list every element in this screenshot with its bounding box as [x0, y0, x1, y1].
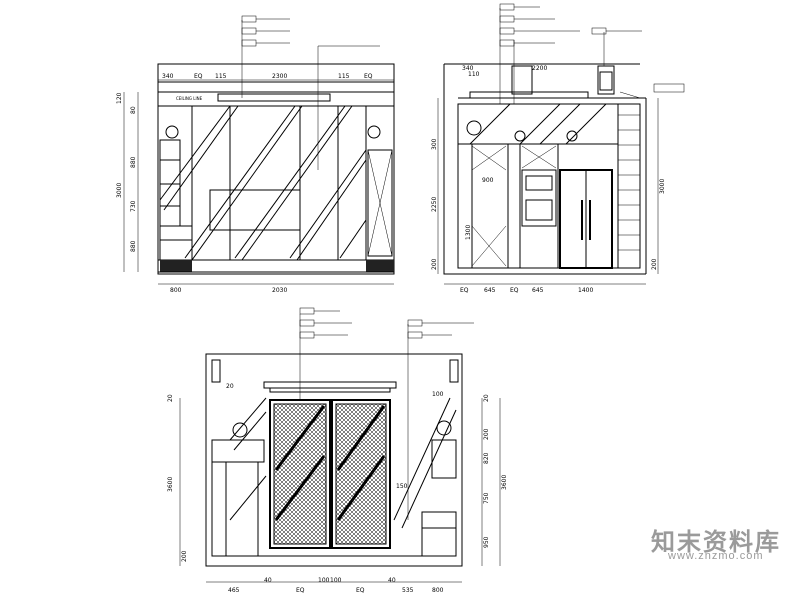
dim-c-bottom-3: 100 [318, 577, 330, 584]
elevation-b-tags [499, 3, 642, 47]
dim-a-top-1: EQ [194, 73, 203, 80]
elevation-b-ladder [617, 103, 641, 269]
dim-b-bottom-4: 1400 [578, 287, 593, 294]
dim-c-right-2: 820 [483, 452, 490, 464]
dim-b-bottom-2: EQ [510, 287, 519, 294]
elevation-a: 340 EQ 115 2300 115 EQ CEILING LINE 120 … [116, 15, 395, 294]
elevation-a-panel [157, 105, 395, 261]
dim-c-right-4: 3600 [501, 475, 508, 490]
dim-b-right-1: 200 [651, 258, 658, 270]
dim-a-top-4: 115 [338, 73, 350, 80]
elevation-a-label: CEILING LINE [176, 96, 203, 101]
dim-c-bottom-8: 800 [432, 587, 444, 594]
dim-a-left-0: 120 [116, 92, 123, 104]
dim-b-left-2: 1300 [465, 225, 472, 240]
dim-c-left-2: 200 [181, 550, 188, 562]
elevation-b-frame [443, 64, 646, 275]
watermark-url: www.znzmo.com [668, 550, 764, 562]
dim-b-left-1: 2250 [431, 197, 438, 212]
dim-b-right-0: 3000 [659, 179, 666, 194]
elevation-c-tags [299, 307, 474, 339]
dim-a-left-1: 80 [130, 106, 137, 114]
dim-c-bottom-4: 100 [330, 577, 342, 584]
elevation-b-cabinets [457, 103, 619, 269]
dim-c-bottom-0: 465 [228, 587, 240, 594]
dim-a-left-4: 730 [130, 200, 137, 212]
door-right [331, 399, 391, 549]
dim-c-right-3: 750 [483, 492, 490, 504]
elevation-c: 20 20 3600 200 20 200 820 750 3600 950 1… [167, 307, 508, 594]
dim-a-bottom-0: 800 [170, 287, 182, 294]
dim-c-right-1: 200 [483, 428, 490, 440]
dim-a-left-3: 3000 [116, 183, 123, 198]
elevation-a-tags [241, 15, 380, 47]
dim-a-top-0: 340 [162, 73, 174, 80]
dim-b-top-0: 340 [462, 65, 474, 72]
dim-b-top-2: 2200 [532, 65, 547, 72]
dim-b-left-3: 200 [431, 258, 438, 270]
dim-a-left-2: 880 [130, 156, 137, 168]
dim-b-mid: 900 [482, 177, 494, 184]
dim-c-bottom-1: 40 [264, 577, 272, 584]
dim-c-bottom-7: 535 [402, 587, 414, 594]
elevation-a-base-left [160, 260, 192, 272]
watermark-text: 知末资料库 [651, 528, 781, 556]
elevation-a-base-right [366, 260, 394, 272]
dim-c-mid-1: 100 [432, 391, 444, 398]
dim-a-top-5: EQ [364, 73, 373, 80]
dim-b-bottom-0: EQ [460, 287, 469, 294]
dim-b-top-1: 110 [468, 71, 480, 78]
dim-b-bottom-3: 645 [532, 287, 544, 294]
dim-c-top-0: 20 [226, 383, 234, 390]
elevation-b: 340 110 2200 300 2250 1300 200 900 3000 … [431, 3, 685, 294]
dim-c-left-0: 20 [167, 394, 174, 402]
dim-b-left-0: 300 [431, 138, 438, 150]
dim-a-top-2: 115 [215, 73, 227, 80]
dim-c-bottom-2: EQ [296, 587, 305, 594]
dim-c-mid-0: 150 [396, 483, 408, 490]
dim-c-left-1: 3600 [167, 477, 174, 492]
dim-c-right-5: 950 [483, 536, 490, 548]
dim-c-right-0: 20 [483, 394, 490, 402]
oven-unit [521, 169, 557, 227]
dim-a-bottom-1: 2030 [272, 287, 287, 294]
dim-c-bottom-6: 40 [388, 577, 396, 584]
dim-b-bottom-1: 645 [484, 287, 496, 294]
dim-a-top-3: 2300 [272, 73, 287, 80]
elevation-c-frame [205, 353, 463, 567]
dim-a-left-5: 880 [130, 240, 137, 252]
dim-c-bottom-5: EQ [356, 587, 365, 594]
